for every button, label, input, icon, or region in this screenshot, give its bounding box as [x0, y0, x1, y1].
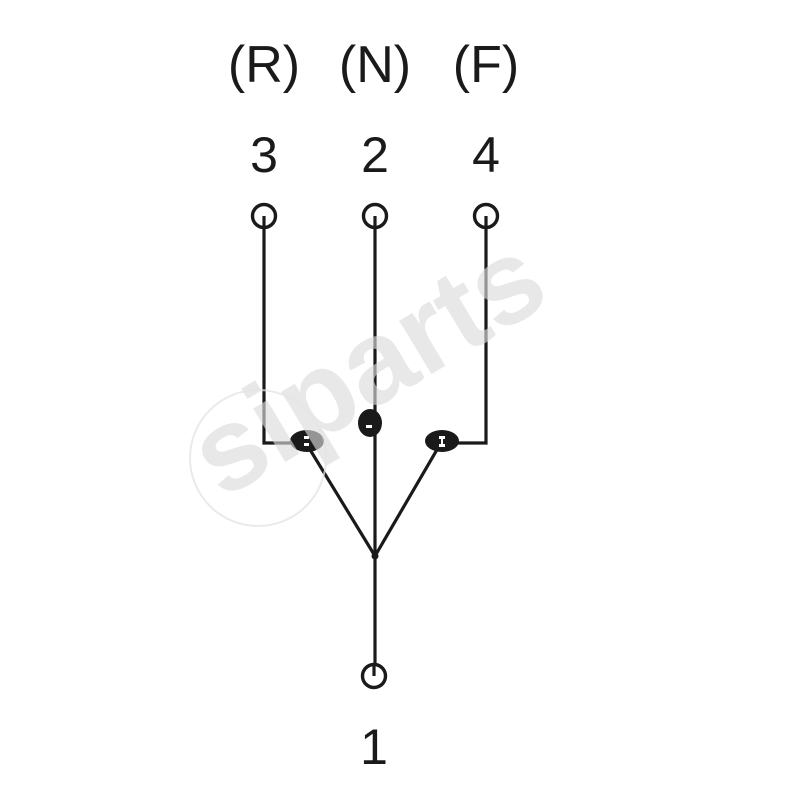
contact-center: [358, 409, 382, 437]
terminal-number-1: 1: [360, 719, 388, 775]
watermark: siparts: [167, 210, 567, 527]
position-label-r: (R): [227, 36, 301, 94]
contact-left: [290, 430, 324, 452]
terminal-number-4: 4: [472, 127, 500, 183]
switch-arm-left: [306, 445, 378, 559]
terminal-number-3: 3: [250, 127, 278, 183]
position-label-f: (F): [452, 36, 520, 94]
terminal-number-2: 2: [361, 127, 389, 183]
wire-terminal-4: [448, 214, 488, 445]
watermark-text: siparts: [167, 210, 567, 522]
watermark-circle: [189, 389, 327, 527]
wire-terminal-3: [262, 214, 302, 445]
junction-dot: [371, 552, 379, 560]
position-label-n: (N): [338, 36, 412, 94]
switch-arm-right: [372, 445, 441, 559]
